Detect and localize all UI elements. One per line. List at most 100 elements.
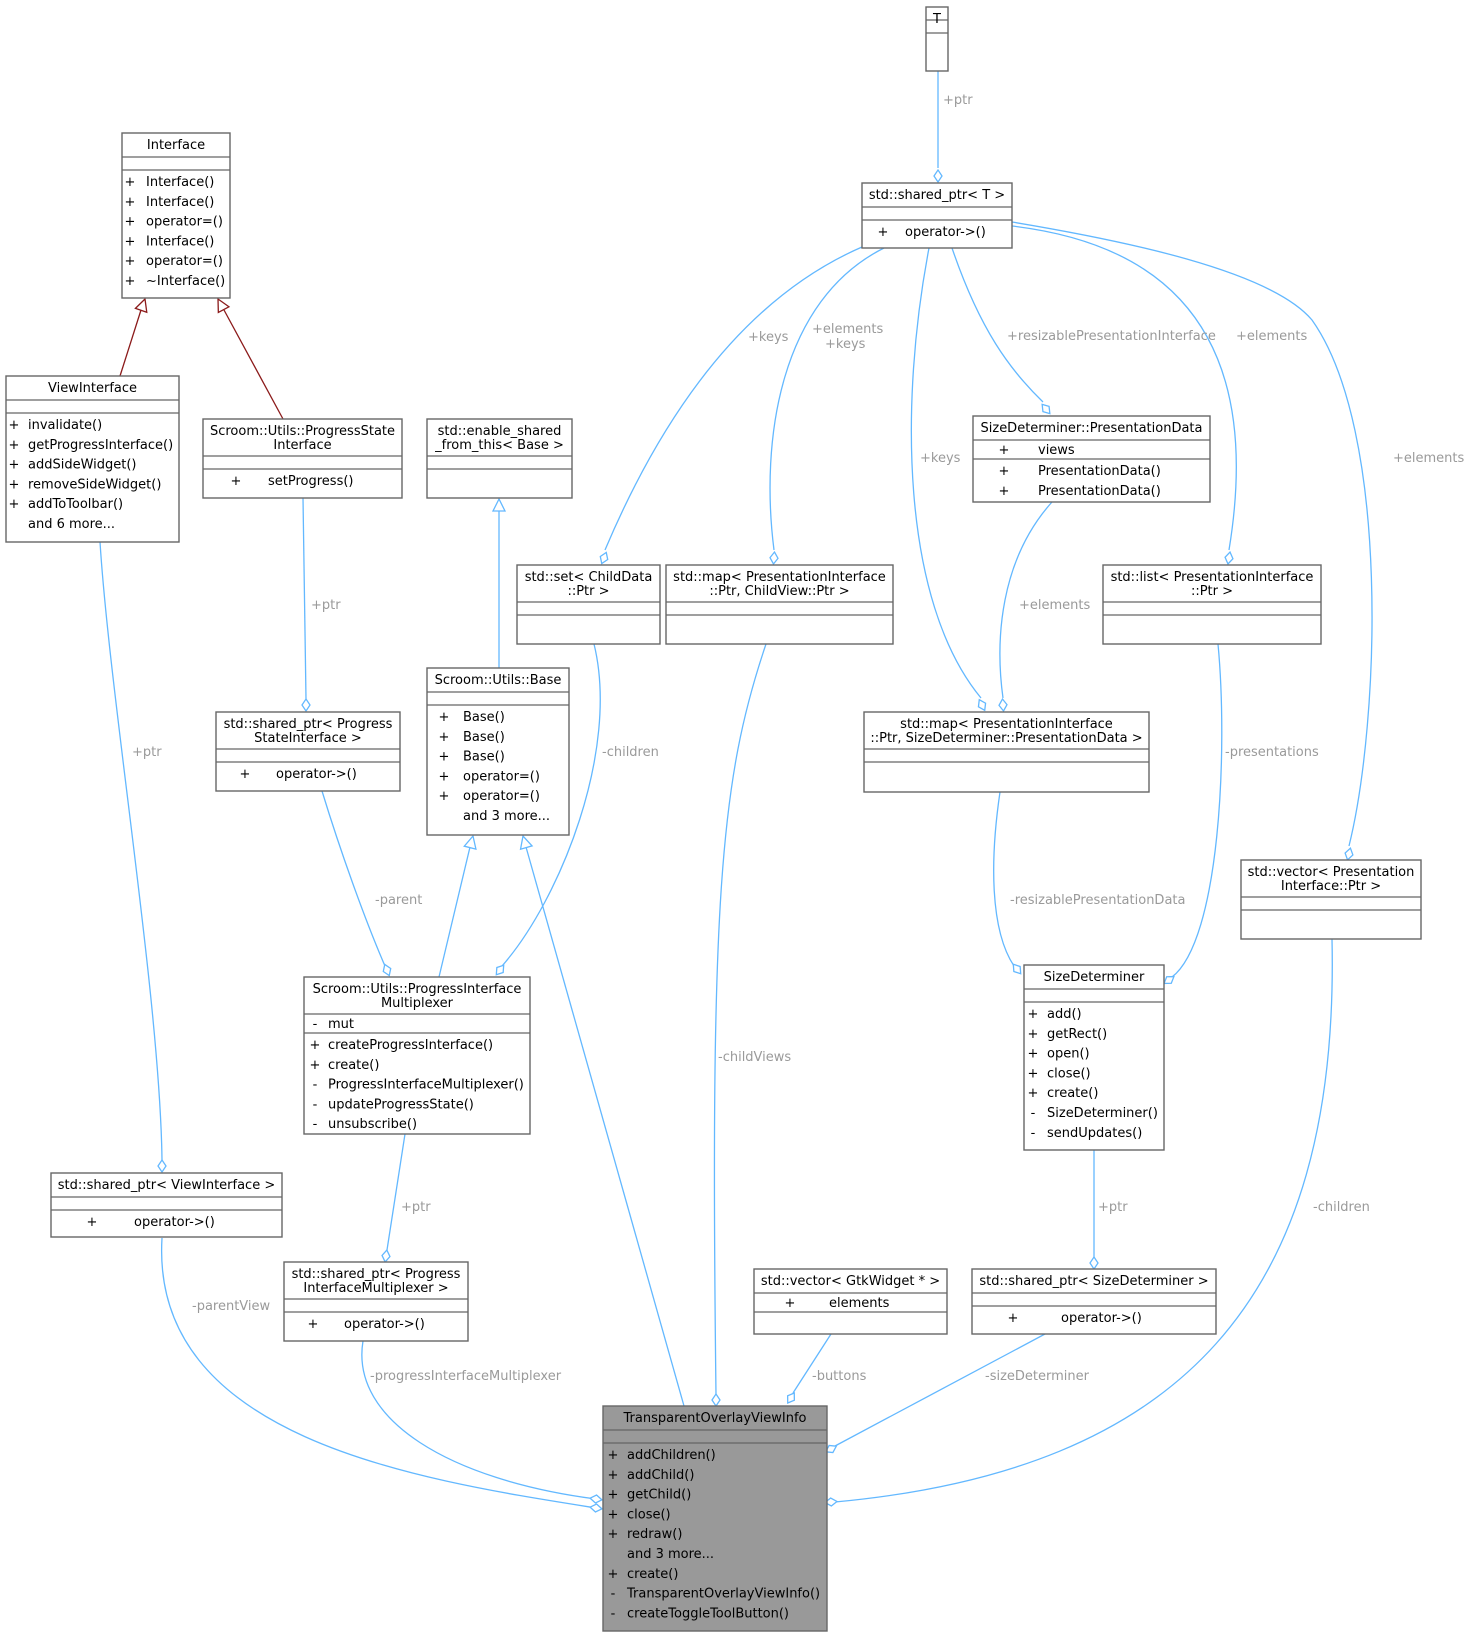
- edge-mapchild-Overlay: [713, 643, 767, 1396]
- inheritance-arrow-Multiplexer-Base: [463, 834, 477, 850]
- class-name: std::list< PresentationInterface: [1111, 570, 1314, 585]
- class-shared-ptr-sizedet[interactable]: std::shared_ptr< SizeDeterminer >+operat…: [971, 1268, 1217, 1335]
- method: operator=(): [146, 254, 223, 269]
- class-shared-ptr-multiplexer[interactable]: std::shared_ptr< ProgressInterfaceMultip…: [283, 1261, 469, 1342]
- class-overlay-info[interactable]: TransparentOverlayViewInfo+addChildren()…: [602, 1405, 828, 1632]
- edge-label-child-views: -childViews: [718, 1050, 791, 1065]
- aggregation-diamond-sharedT-presdata: [1041, 403, 1051, 415]
- aggregation-diamond-sharedView-Overlay: [588, 1503, 604, 1513]
- aggregation-diamond-vectorGtk-Overlay: [786, 1391, 796, 1405]
- method: Base(): [463, 730, 505, 745]
- edge-sharedMux-Overlay: [361, 1340, 597, 1500]
- aggregation-diamond-sharedT-mapchild: [769, 550, 779, 566]
- class-shared-ptr-view[interactable]: std::shared_ptr< ViewInterface >+operato…: [50, 1172, 283, 1238]
- aggregation-diamond-set-Multiplexer: [495, 964, 505, 976]
- visibility-marker: -: [313, 1078, 318, 1093]
- method: and 3 more...: [463, 809, 550, 824]
- edge-sharedView-Overlay: [161, 1237, 597, 1509]
- class-progress-state-interface[interactable]: Scroom::Utils::ProgressStateInterface+se…: [202, 418, 403, 499]
- visibility-marker: +: [1028, 1086, 1039, 1101]
- class-vector-gtk[interactable]: std::vector< GtkWidget * >+elements: [753, 1268, 948, 1335]
- visibility-marker: +: [1008, 1311, 1019, 1326]
- class-box: [971, 1268, 1217, 1335]
- visibility-marker: +: [9, 458, 20, 473]
- class-set-childdata[interactable]: std::set< ChildData::Ptr >: [516, 564, 661, 645]
- class-t[interactable]: T: [925, 6, 949, 72]
- aggregation-diamond-mapchild-Overlay: [711, 1392, 721, 1408]
- class-name: ::Ptr >: [1191, 584, 1233, 599]
- class-box: [1102, 564, 1322, 645]
- edge-label-elements-keys-2: +keys: [825, 337, 866, 352]
- method: addToToolbar(): [28, 497, 123, 512]
- class-name: Scroom::Utils::ProgressState: [210, 424, 395, 439]
- class-name: InterfaceMultiplexer >: [303, 1281, 448, 1296]
- visibility-marker: +: [125, 215, 136, 230]
- method: ~Interface(): [146, 274, 225, 289]
- attribute: elements: [829, 1296, 890, 1311]
- class-vector-presentation[interactable]: std::vector< PresentationInterface::Ptr …: [1240, 859, 1422, 940]
- class-name: std::shared_ptr< SizeDeterminer >: [979, 1274, 1208, 1289]
- class-box: [5, 375, 180, 543]
- class-name: std::set< ChildData: [525, 570, 653, 585]
- class-utils-base[interactable]: Scroom::Utils::Base+Base()+Base()+Base()…: [426, 667, 570, 836]
- method: getProgressInterface(): [28, 438, 173, 453]
- class-name: ::Ptr, SizeDeterminer::PresentationData …: [870, 731, 1142, 746]
- inheritance-arrow-Overlay-Base: [519, 834, 534, 851]
- visibility-marker: +: [310, 1038, 321, 1053]
- class-size-determiner[interactable]: SizeDeterminer+add()+getRect()+open()+cl…: [1023, 964, 1165, 1151]
- class-map-childview[interactable]: std::map< PresentationInterface::Ptr, Ch…: [665, 564, 894, 645]
- method: addChildren(): [627, 1448, 716, 1463]
- edge-mapsizedet-SizeDet: [993, 791, 1015, 967]
- class-map-sizedet[interactable]: std::map< PresentationInterface::Ptr, Si…: [863, 711, 1150, 793]
- attribute: mut: [328, 1017, 354, 1032]
- class-box: [215, 711, 401, 792]
- class-list-presentation[interactable]: std::list< PresentationInterface::Ptr >: [1102, 564, 1322, 645]
- edge-label-resizable-interface: +resizablePresentationInterface: [1007, 329, 1216, 344]
- class-progress-multiplexer[interactable]: Scroom::Utils::ProgressInterfaceMultiple…: [303, 976, 531, 1135]
- class-name: Scroom::Utils::Base: [435, 673, 562, 688]
- edge-sharedT-mapchild: [769, 247, 885, 551]
- method: create(): [1047, 1086, 1098, 1101]
- method: operator=(): [463, 769, 540, 784]
- visibility-marker: -: [611, 1606, 616, 1621]
- method: and 3 more...: [627, 1547, 714, 1562]
- class-interface[interactable]: Interface+Interface()+Interface()+operat…: [121, 132, 231, 299]
- visibility-marker: +: [87, 1215, 98, 1230]
- method: create(): [627, 1567, 678, 1582]
- edge-label-ptr-multiplexer: +ptr: [401, 1200, 431, 1215]
- aggregation-diamond-ViewInterface-sharedView: [157, 1158, 167, 1174]
- method: operator=(): [463, 789, 540, 804]
- visibility-marker: +: [9, 477, 20, 492]
- method: open(): [1047, 1047, 1090, 1062]
- class-presentation-data[interactable]: SizeDeterminer::PresentationData+views+P…: [972, 415, 1211, 503]
- visibility-marker: +: [125, 254, 136, 269]
- method: TransparentOverlayViewInfo(): [626, 1587, 820, 1602]
- class-name: std::shared_ptr< T >: [869, 188, 1005, 203]
- class-shared-ptr-t[interactable]: std::shared_ptr< T >+operator->(): [861, 182, 1013, 249]
- visibility-marker: +: [1028, 1007, 1039, 1022]
- visibility-marker: +: [9, 497, 20, 512]
- attribute: views: [1038, 443, 1075, 458]
- aggregation-diamond-T-shared_ptr: [933, 168, 943, 184]
- class-shared-ptr-progress-state[interactable]: std::shared_ptr< ProgressStateInterface …: [215, 711, 401, 792]
- method: SizeDeterminer(): [1047, 1106, 1158, 1121]
- aggregation-diamond-sharedT-vector: [1344, 847, 1354, 861]
- method: operator->(): [905, 225, 986, 240]
- class-enable-shared[interactable]: std::enable_shared_from_this< Base >: [426, 418, 573, 499]
- visibility-marker: +: [1028, 1047, 1039, 1062]
- visibility-marker: +: [1028, 1027, 1039, 1042]
- edge-list-SizeDet: [1171, 643, 1223, 978]
- class-name: Interface: [147, 138, 205, 153]
- method: removeSideWidget(): [28, 477, 161, 492]
- method: createToggleToolButton(): [627, 1606, 789, 1621]
- aggregation-diamond-sharedMux-Overlay: [588, 1494, 604, 1504]
- method: create(): [328, 1058, 379, 1073]
- visibility-marker: -: [611, 1587, 616, 1602]
- edge-label-elements-keys-1: +elements: [812, 322, 883, 337]
- visibility-marker: +: [1028, 1066, 1039, 1081]
- visibility-marker: +: [240, 767, 251, 782]
- class-view-interface[interactable]: ViewInterface+invalidate()+getProgressIn…: [5, 375, 180, 543]
- class-name: Multiplexer: [381, 996, 454, 1011]
- method: ProgressInterfaceMultiplexer(): [328, 1078, 524, 1093]
